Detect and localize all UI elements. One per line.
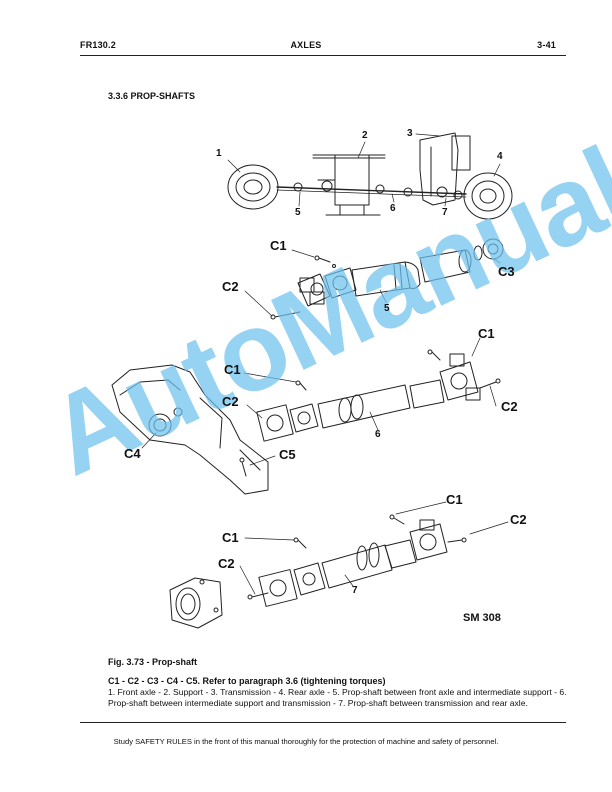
prop-shaft-6 [111, 349, 501, 495]
prop-shaft-diagram [111, 132, 513, 629]
callout-1: 1 [216, 148, 222, 159]
callout-c1-shaft7-left: C1 [222, 530, 239, 545]
callout-2: 2 [362, 130, 368, 141]
page-number: 3-41 [537, 40, 556, 50]
callout-c2-shaft6-left: C2 [222, 394, 239, 409]
callout-c3: C3 [498, 264, 515, 279]
callout-c2-shaft5: C2 [222, 279, 239, 294]
callout-5-overview: 5 [295, 207, 301, 218]
support-bearing [148, 413, 172, 437]
overview-assembly [227, 132, 513, 220]
intermediate-support-bracket [111, 364, 269, 495]
manual-code: FR130.2 [80, 40, 116, 50]
callout-6-overview: 6 [390, 203, 396, 214]
callout-c1-shaft6-right: C1 [478, 326, 495, 341]
callout-c2-shaft6-right: C2 [501, 399, 518, 414]
callout-c1-shaft7-right: C1 [446, 492, 463, 507]
shaft7-flange [169, 577, 223, 629]
callout-7-shaft: 7 [352, 585, 358, 596]
callout-5-shaft: 5 [384, 303, 390, 314]
chapter-title: AXLES [290, 40, 322, 50]
rear-axle-wheel [463, 172, 513, 220]
callout-3: 3 [407, 128, 413, 139]
callout-c2-shaft7-right: C2 [510, 512, 527, 527]
callout-c1-shaft6-left: C1 [224, 362, 241, 377]
shaft6-tube [317, 384, 411, 429]
shaft7-tube [321, 544, 393, 589]
footer-rule [80, 722, 566, 723]
section-title: 3.3.6 PROP-SHAFTS [108, 91, 196, 101]
drawing-reference: SM 308 [463, 612, 501, 624]
safety-footer: Study SAFETY RULES in the front of this … [113, 737, 499, 746]
callout-4: 4 [497, 151, 503, 162]
legend-text: 1. Front axle - 2. Support - 3. Transmis… [108, 687, 567, 708]
callout-c4: C4 [124, 446, 141, 461]
leader-lines [141, 133, 509, 595]
callout-c1-shaft5: C1 [270, 238, 287, 253]
callout-c5: C5 [279, 447, 296, 462]
prop-shaft-7 [169, 514, 467, 629]
shaft5-nut [482, 238, 504, 260]
callout-6-shaft: 6 [375, 429, 381, 440]
support-frame [334, 154, 370, 206]
header-rule [80, 55, 566, 56]
figure-caption: Fig. 3.73 - Prop-shaft [108, 657, 198, 667]
prop-shaft-5 [270, 238, 504, 320]
shaft5-left-yoke [297, 273, 331, 307]
torque-note: C1 - C2 - C3 - C4 - C5. Refer to paragra… [108, 676, 386, 686]
callout-c2-shaft7-left: C2 [218, 556, 235, 571]
callout-7-overview: 7 [442, 207, 448, 218]
